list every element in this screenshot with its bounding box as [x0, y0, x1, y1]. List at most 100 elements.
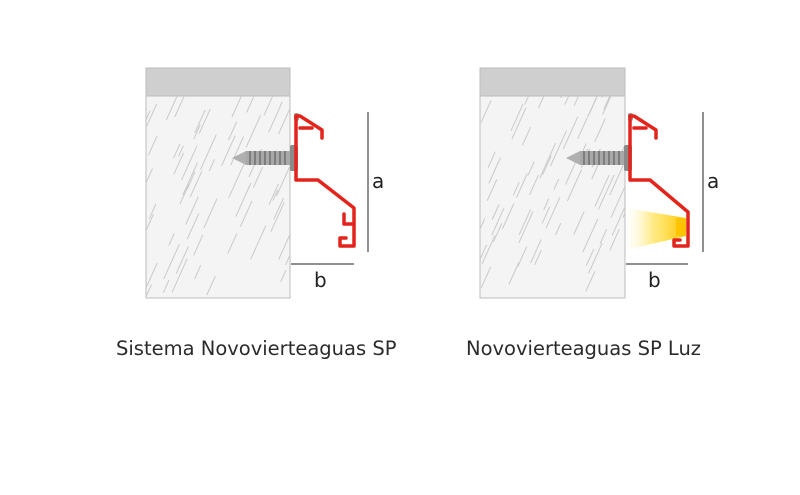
hatch-stroke [175, 246, 189, 275]
hatch-stroke [268, 101, 283, 133]
wall-cap [479, 67, 626, 97]
hatch-stroke [591, 164, 599, 180]
hatch-stroke [594, 174, 610, 207]
hatch-stroke [545, 197, 561, 229]
hatch-stroke [280, 269, 287, 283]
hatch-stroke [610, 185, 625, 219]
hatch-stroke [194, 109, 206, 134]
hatch-stroke [566, 169, 583, 202]
dimension-b: b [626, 263, 688, 292]
hatch-stroke [206, 275, 216, 296]
hatch-stroke [487, 151, 496, 168]
hatch-stroke [252, 166, 264, 188]
hatch-stroke [518, 209, 532, 236]
hatch-stroke [162, 279, 170, 294]
hatch-stroke [480, 100, 492, 123]
hatch-stroke [609, 228, 620, 251]
hatch-stroke [524, 96, 530, 105]
hatch-stroke [181, 145, 198, 181]
hatch-stroke [173, 143, 181, 159]
caption: Novovierteaguas SP Luz [466, 337, 701, 360]
hatch-stroke [276, 164, 290, 197]
hatch-stroke [250, 225, 267, 260]
hatch-stroke [480, 259, 482, 264]
hatch-stroke [239, 200, 253, 228]
hatch-stroke [200, 134, 217, 170]
hatch-stroke [146, 110, 151, 122]
wall-hatch [460, 96, 625, 292]
hatch-stroke [543, 198, 550, 211]
hatch-stroke [597, 174, 615, 210]
hatch-stroke [508, 262, 520, 285]
hatch-stroke [539, 142, 557, 179]
hatch-stroke [582, 218, 599, 253]
wall-body [145, 95, 291, 299]
caption: Sistema Novovierteaguas SP [116, 337, 397, 360]
hatch-stroke [129, 143, 136, 158]
hatch-stroke [133, 278, 142, 297]
hatch-stroke [501, 203, 515, 230]
hatch-stroke [129, 107, 137, 124]
hatch-stroke [231, 96, 242, 118]
hatch-stroke [527, 161, 535, 176]
hatch-stroke [146, 103, 158, 127]
hatch-stroke [491, 204, 500, 220]
hatch-stroke [585, 248, 595, 267]
dim-b-label: b [314, 268, 327, 292]
hatch-stroke [165, 96, 178, 121]
hatch-stroke [516, 173, 528, 198]
hatch-stroke [245, 115, 262, 148]
hatch-stroke [146, 213, 154, 232]
hatch-stroke [148, 203, 157, 219]
dim-a-label: a [707, 169, 719, 193]
hatch-stroke [228, 121, 238, 141]
hatch-stroke [203, 198, 218, 229]
led-light-icon [626, 208, 686, 250]
hatch-stroke [534, 249, 542, 266]
wall-cap [145, 67, 291, 97]
hatch-stroke [146, 168, 153, 185]
hatch-stroke [588, 242, 603, 274]
hatch-stroke [542, 155, 552, 176]
hatch-stroke [564, 96, 570, 105]
hatch-stroke [263, 96, 274, 116]
hatch-stroke [609, 164, 624, 196]
hatch-stroke [186, 171, 196, 190]
hatch-stroke [278, 107, 290, 135]
wall-section [460, 67, 626, 299]
hatch-stroke [168, 233, 175, 246]
hatch-stroke [278, 233, 290, 260]
hatch-stroke [460, 202, 467, 216]
dimension-a: a [702, 112, 719, 252]
hatch-stroke [480, 218, 486, 231]
hatch-stroke [555, 222, 562, 236]
hatch-stroke [171, 258, 188, 293]
hatch-stroke [518, 211, 534, 244]
hatch-stroke [221, 135, 236, 167]
hatch-stroke [147, 135, 158, 156]
hatch-stroke [562, 116, 579, 150]
hatch-stroke [480, 266, 492, 289]
hatch-stroke [586, 96, 598, 118]
hatch-stroke [602, 96, 612, 115]
hatch-stroke [133, 265, 142, 286]
hatch-stroke [599, 228, 608, 244]
hatch-stroke [272, 189, 279, 201]
hatch-stroke [553, 178, 560, 190]
hatch-stroke [565, 161, 577, 185]
hatch-stroke [235, 182, 252, 217]
hatch-stroke [227, 233, 238, 254]
drip-profile [628, 114, 690, 248]
hatch-stroke [537, 96, 545, 109]
hatch-stroke [132, 156, 137, 168]
hatch-stroke [186, 213, 200, 240]
hatch-stroke [193, 234, 204, 256]
hatch-stroke [230, 136, 244, 166]
hatch-stroke [481, 234, 496, 265]
dim-a-label: a [372, 169, 384, 193]
hatch-stroke [193, 124, 201, 140]
wall-section [129, 67, 291, 299]
hatch-stroke [146, 262, 158, 289]
hatch-stroke [273, 197, 284, 220]
hatch-stroke [268, 183, 279, 205]
